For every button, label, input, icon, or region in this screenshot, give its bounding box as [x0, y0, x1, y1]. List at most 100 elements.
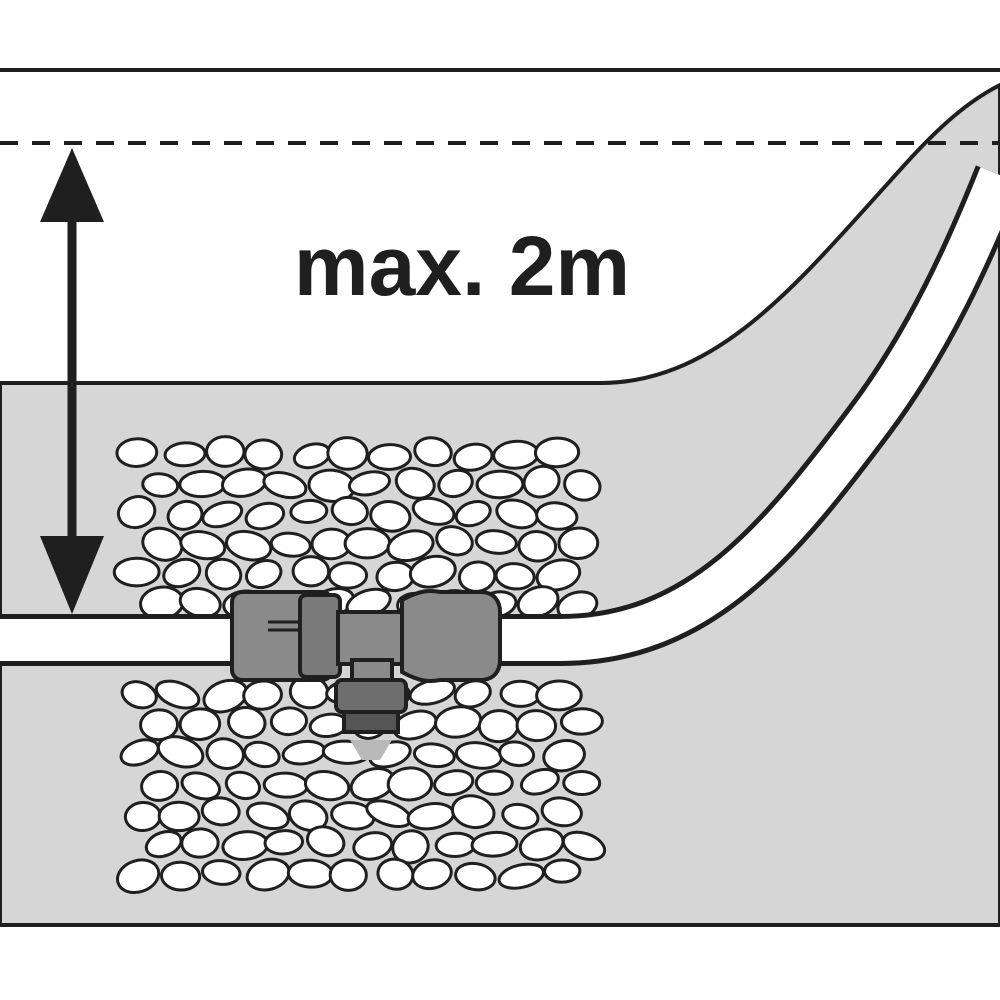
- gravel-stone: [494, 562, 536, 591]
- gravel-stone: [244, 501, 286, 531]
- gravel-stone: [437, 468, 474, 499]
- gravel-stone: [201, 500, 244, 529]
- gravel-stone: [305, 825, 346, 858]
- gravel-stone: [330, 495, 369, 527]
- gravel-stone: [391, 829, 430, 865]
- gravel-stone: [433, 769, 475, 797]
- gravel-stone: [450, 794, 496, 830]
- gravel-stone: [140, 770, 180, 802]
- gravel-stone: [474, 529, 518, 555]
- gravel-stone: [559, 707, 604, 736]
- gravel-stone: [326, 436, 369, 471]
- gravel-stone: [224, 770, 261, 801]
- gravel-stone: [262, 771, 309, 799]
- drain-water: [350, 740, 392, 760]
- gravel-stone: [180, 827, 220, 859]
- gravel-stone: [289, 498, 329, 524]
- gravel-stone: [178, 707, 222, 741]
- depth-arrow-down-head: [40, 536, 104, 614]
- gravel-stone: [411, 858, 453, 891]
- gravel-stone: [515, 709, 558, 743]
- gravel-stone: [413, 436, 453, 468]
- gravel-stone: [563, 469, 602, 502]
- gravel-stone: [386, 529, 435, 563]
- gravel-stone: [115, 437, 159, 468]
- drain-valve: [230, 589, 502, 760]
- gravel-stone: [262, 471, 308, 500]
- gravel-stone: [163, 441, 207, 468]
- gravel-stone: [286, 858, 335, 889]
- gravel-stone: [394, 466, 436, 500]
- gravel-stone: [144, 829, 183, 859]
- gravel-stone: [291, 555, 331, 588]
- gravel-stone: [454, 500, 492, 528]
- gravel-stone: [287, 799, 329, 832]
- gravel-stone: [200, 796, 241, 827]
- gravel-stone: [141, 472, 180, 498]
- gravel-stone: [561, 830, 607, 861]
- left-coupling-nut: [298, 593, 342, 679]
- gravel-stone: [369, 500, 412, 533]
- gravel-stone: [303, 769, 351, 802]
- gravel-stone: [160, 860, 202, 892]
- gravel-stone: [112, 556, 161, 588]
- gravel-stone: [452, 442, 494, 472]
- gravel-stone: [499, 679, 542, 708]
- gravel-stone: [533, 436, 581, 469]
- gravel-stone: [475, 469, 525, 500]
- gravel-stone: [204, 557, 243, 591]
- gravel-stone: [327, 561, 369, 590]
- gravel-stone: [120, 680, 158, 710]
- gravel-stone: [200, 859, 242, 886]
- gravel-stone: [179, 530, 227, 561]
- gravel-stone: [501, 802, 540, 830]
- gravel-stone: [470, 830, 519, 858]
- depth-label: max. 2m: [294, 219, 630, 313]
- gravel-stone: [540, 796, 583, 828]
- gravel-stone: [542, 739, 586, 773]
- gravel-stone: [343, 527, 392, 560]
- gravel-stone: [116, 495, 157, 530]
- depth-arrow: [40, 148, 104, 614]
- gravel-stone: [519, 767, 560, 796]
- drain-cap: [334, 678, 408, 714]
- gravel-stone: [557, 526, 600, 560]
- gravel-stone: [522, 464, 561, 499]
- gravel-stone: [139, 708, 180, 742]
- depth-arrow-up-head: [40, 148, 104, 222]
- gravel-stone: [245, 558, 283, 590]
- gravel-stone: [141, 526, 184, 562]
- pipe: [0, 167, 1000, 661]
- gravel-stone: [227, 705, 267, 739]
- gravel-stone: [454, 861, 497, 892]
- gravel-stone: [517, 530, 558, 563]
- gravel-stone: [435, 525, 474, 557]
- gravel-stone: [535, 558, 582, 592]
- gravel-stone: [434, 831, 477, 858]
- gravel-stone: [474, 769, 514, 796]
- gravel-stone: [535, 501, 579, 531]
- gravel-stone: [269, 531, 312, 558]
- gravel-bed: [112, 435, 607, 895]
- gravel-stone: [263, 829, 305, 856]
- gravel-stone: [180, 771, 222, 801]
- gravel-stone: [328, 858, 368, 892]
- gravel-stone: [352, 831, 394, 861]
- gravel-stone: [543, 858, 582, 884]
- gravel-stone: [269, 706, 308, 737]
- gravel-stone: [347, 470, 391, 497]
- gravel-stone: [162, 557, 202, 589]
- gravel-stone: [157, 800, 201, 833]
- gravel-stone: [477, 709, 520, 744]
- gravel-stone: [205, 435, 246, 468]
- right-coupling: [400, 589, 502, 683]
- gravel-stone: [245, 801, 290, 831]
- gravel-stone: [154, 679, 201, 710]
- gravel-stone: [535, 679, 583, 712]
- gravel-stone: [562, 770, 602, 797]
- gravel-stone: [243, 438, 284, 471]
- gravel-stone: [156, 735, 205, 769]
- gravel-stone: [178, 469, 227, 499]
- gravel-stone: [367, 443, 413, 471]
